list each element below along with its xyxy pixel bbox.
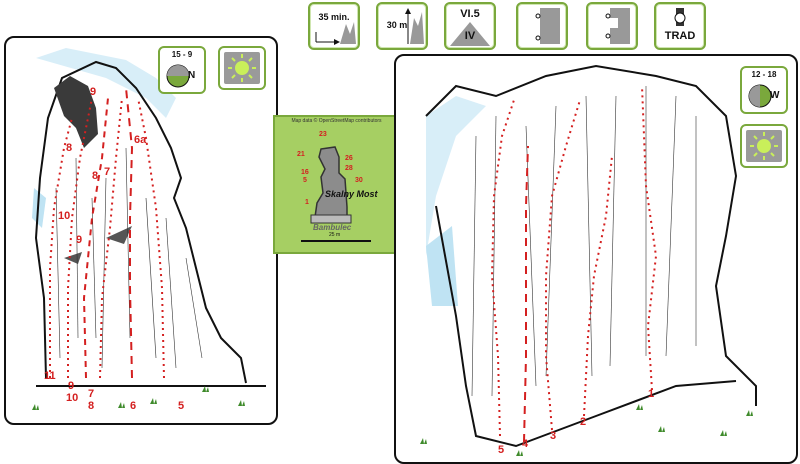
left-route-label: 9 <box>90 86 97 98</box>
approach-time-icon: 35 min. <box>308 2 360 50</box>
left-route-label: 7 <box>104 166 111 178</box>
route-height-label: 30 m <box>386 20 408 30</box>
map-route-number: 1 <box>305 199 309 206</box>
right-route-label: 1 <box>648 388 655 400</box>
sun-icon <box>228 54 256 82</box>
left-sun-hours: 15 - 9 <box>171 50 193 59</box>
left-route-label: 8 <box>92 170 99 182</box>
left-route-label: 8 <box>66 142 73 154</box>
compass-dial-icon <box>166 64 190 88</box>
map-route-number: 5 <box>303 177 307 184</box>
trad-gear-icon: TRAD <box>654 2 706 50</box>
grade-max-label: VI.5 <box>460 8 480 20</box>
right-route-label: 5 <box>498 444 505 456</box>
left-route-label: 9 <box>68 380 75 392</box>
left-aspect-compass: 15 - 9 N <box>158 46 206 94</box>
anchor-station-icon <box>586 2 638 50</box>
left-route-label: 6a <box>134 134 147 146</box>
map-place-sub: Bambulec <box>313 223 352 232</box>
left-route-label: 8 <box>88 400 95 412</box>
map-place-name: Skalny Most <box>325 189 378 199</box>
left-aspect-direction: N <box>188 70 196 81</box>
map-route-number: 23 <box>319 131 327 138</box>
right-route-label: 4 <box>522 438 529 450</box>
map-credit: Map data © OpenStreetMap contributors <box>291 118 382 124</box>
grade-min-label: IV <box>464 30 476 42</box>
compass-dial-icon <box>748 84 772 108</box>
left-route-label: 9 <box>76 234 83 246</box>
right-route-label: 2 <box>580 416 587 428</box>
approach-time-label: 35 min. <box>318 12 350 22</box>
left-topo-drawing <box>32 48 266 410</box>
map-route-number: 28 <box>345 165 353 172</box>
cam-graphic <box>674 8 686 26</box>
right-topo-drawing <box>420 64 757 456</box>
bolt-anchor-icon <box>516 2 568 50</box>
left-route-label: 10 <box>58 210 71 222</box>
height-arrow-graphic <box>405 8 424 44</box>
right-route-label: 3 <box>550 430 557 442</box>
sun-icon <box>750 132 778 160</box>
right-aspect-direction: W <box>770 90 780 101</box>
left-sun-exposure-icon <box>218 46 266 90</box>
route-height-icon: 30 m <box>376 2 428 50</box>
map-route-number: 16 <box>301 169 309 176</box>
map-rock-shape <box>301 146 371 242</box>
map-scale-label: 25 m <box>329 232 341 238</box>
map-route-number: 30 <box>355 177 363 184</box>
location-map: Map data © OpenStreetMap contributors 23… <box>273 115 400 254</box>
trad-label: TRAD <box>664 30 696 42</box>
left-topo-panel: 9 8 7 6a 8 10 9 11 9 10 7 8 6 5 15 - 9 N <box>4 36 278 425</box>
left-route-label: 10 <box>66 392 79 404</box>
left-route-label: 7 <box>88 388 95 400</box>
approach-arrow-graphic <box>315 22 356 45</box>
map-route-number: 21 <box>297 151 305 158</box>
grade-mountain-graphic <box>450 22 490 46</box>
right-topo-panel: 5 4 3 2 1 12 - 18 W <box>394 54 798 464</box>
right-sun-exposure-icon <box>740 124 788 168</box>
left-route-label: 5 <box>178 400 185 412</box>
grade-icon: VI.5 IV <box>444 2 496 50</box>
anchor-graphic <box>605 8 630 44</box>
right-aspect-compass: 12 - 18 W <box>740 66 788 114</box>
left-route-label: 6 <box>130 400 137 412</box>
left-route-label: 11 <box>44 370 56 382</box>
map-route-number: 26 <box>345 155 353 162</box>
right-sun-hours: 12 - 18 <box>751 70 777 79</box>
bolt-graphic <box>535 8 560 44</box>
